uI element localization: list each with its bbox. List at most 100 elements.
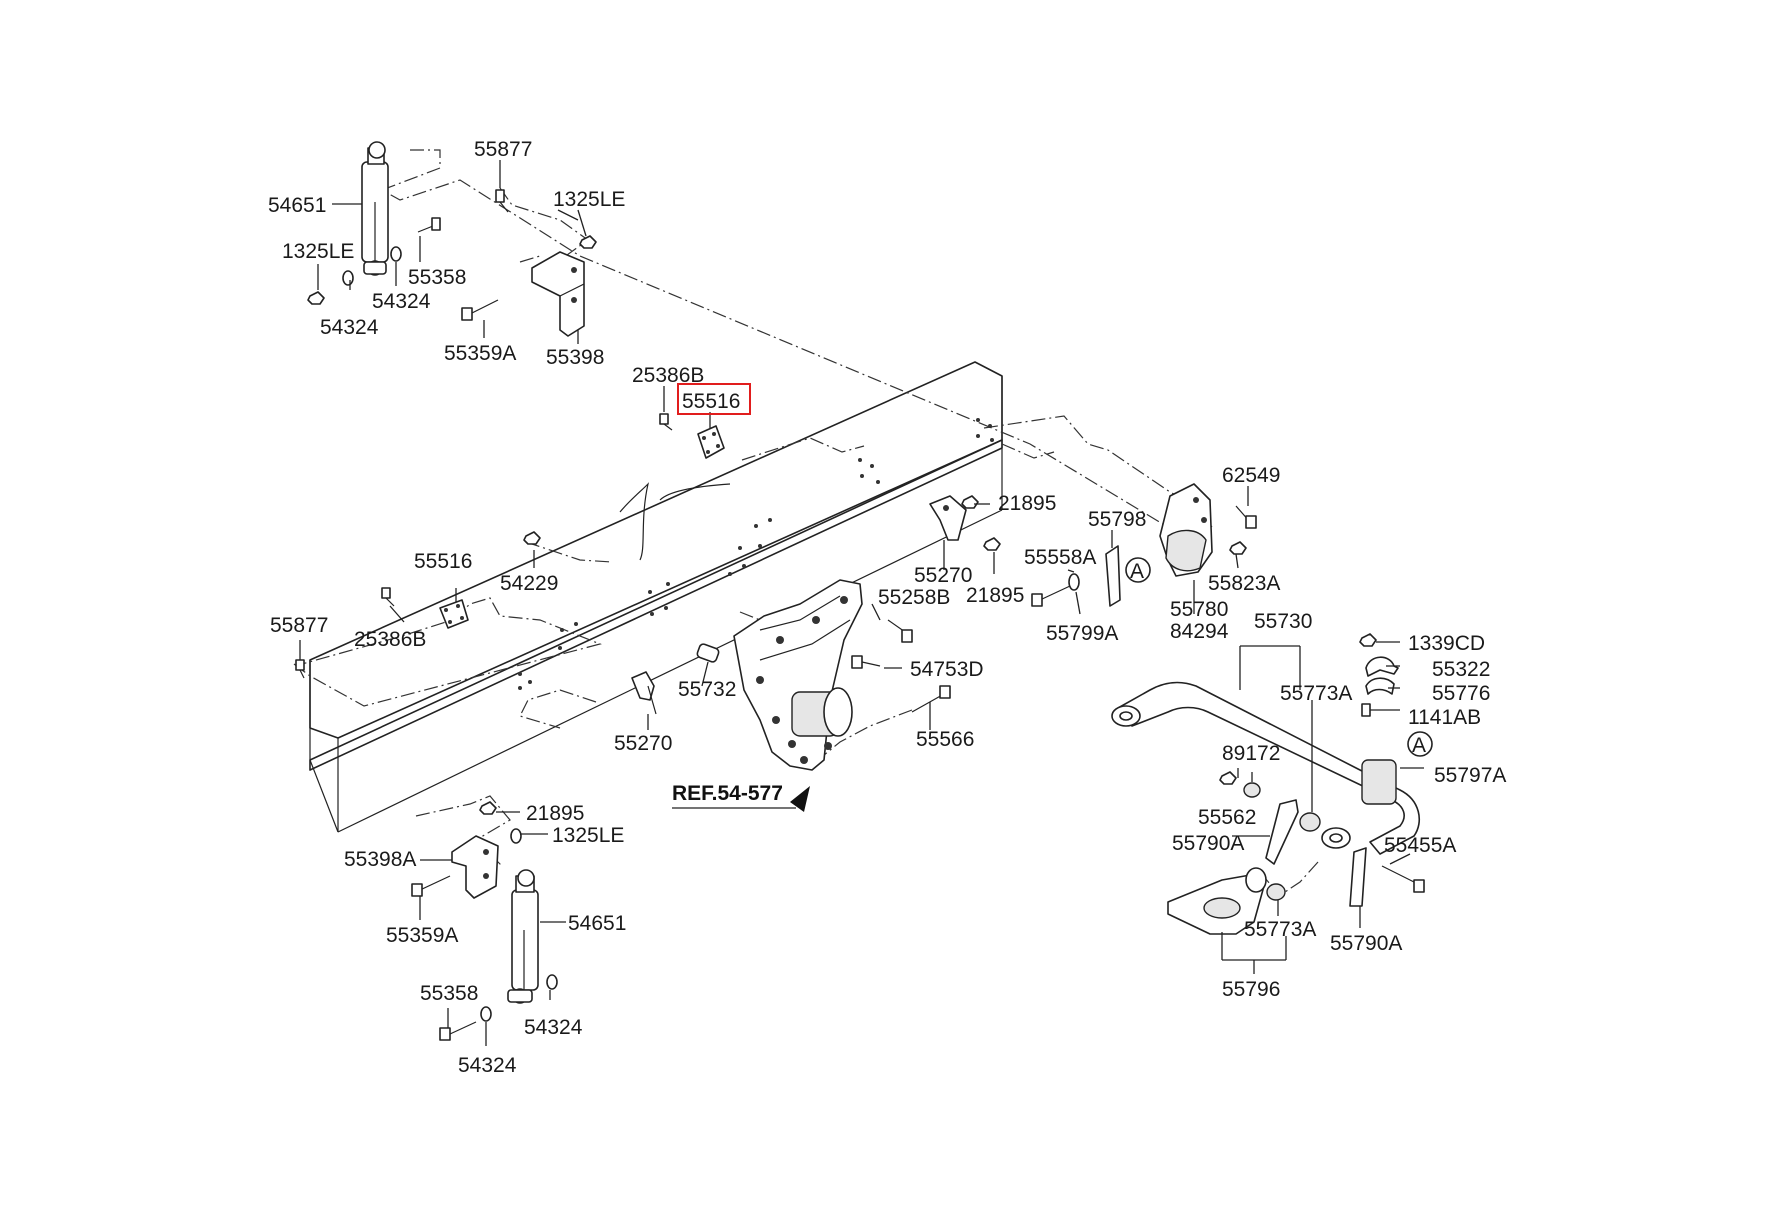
shock-absorber-top[interactable] <box>361 141 389 276</box>
bolt-55258b[interactable] <box>887 619 913 643</box>
nut-54229[interactable] <box>523 531 541 545</box>
bolt-54753d[interactable] <box>851 655 881 669</box>
bolt-55558a[interactable] <box>1031 585 1071 607</box>
label-21895-b[interactable]: 21895 <box>966 584 1024 607</box>
washer-54324-d[interactable] <box>480 1006 492 1022</box>
label-25386b-top[interactable]: 25386B <box>632 364 704 387</box>
bracket-55796[interactable] <box>1167 867 1267 935</box>
link-55790a-right[interactable] <box>1349 847 1367 907</box>
label-54651-top[interactable]: 54651 <box>268 194 326 217</box>
washer-54324-c[interactable] <box>546 974 558 990</box>
bracket-55270-upper[interactable] <box>929 495 967 541</box>
bracket-55780[interactable] <box>1159 483 1213 577</box>
bolt-55359a-top[interactable] <box>461 299 499 321</box>
label-55780[interactable]: 55780 <box>1170 598 1228 621</box>
bolt-55358-top[interactable] <box>417 217 441 233</box>
label-55732[interactable]: 55732 <box>678 678 736 701</box>
nut-55562[interactable] <box>1219 771 1237 785</box>
label-55566[interactable]: 55566 <box>916 728 974 751</box>
label-55799a[interactable]: 55799A <box>1046 622 1118 645</box>
clamp-55322[interactable] <box>1365 656 1399 677</box>
bushing-55773a-bot[interactable] <box>1266 883 1286 901</box>
bushing-55732[interactable] <box>696 643 720 663</box>
label-55773a-bot[interactable]: 55773A <box>1244 918 1316 941</box>
label-55516-highlighted[interactable]: 55516 <box>682 390 740 413</box>
label-55359a-bot[interactable]: 55359A <box>386 924 458 947</box>
label-54324-d[interactable]: 54324 <box>458 1054 517 1077</box>
bolt-55566[interactable] <box>911 685 951 713</box>
bracket-55270-lower[interactable] <box>631 671 657 715</box>
label-55258b[interactable]: 55258B <box>878 586 950 609</box>
bolt-25386b-top[interactable] <box>659 413 673 431</box>
bolt-55877-top[interactable] <box>495 189 509 213</box>
label-55516-left[interactable]: 55516 <box>414 550 472 573</box>
label-54229[interactable]: 54229 <box>500 572 558 595</box>
bracket-55398a[interactable] <box>451 835 499 899</box>
label-55558a[interactable]: 55558A <box>1024 546 1096 569</box>
washer-55799a[interactable] <box>1068 573 1080 591</box>
plate-55798[interactable] <box>1105 545 1121 607</box>
label-54651-bot[interactable]: 54651 <box>568 912 626 935</box>
bolt-1141ab[interactable] <box>1361 703 1371 717</box>
label-55322[interactable]: 55322 <box>1432 658 1490 681</box>
label-55358-top[interactable]: 55358 <box>408 266 466 289</box>
link-55790a-left[interactable] <box>1265 799 1299 865</box>
label-1141ab[interactable]: 1141AB <box>1408 706 1481 729</box>
nut-1325le-left[interactable] <box>307 291 325 305</box>
bolt-25386b-left[interactable] <box>381 587 395 607</box>
label-84294[interactable]: 84294 <box>1170 620 1229 643</box>
label-55562[interactable]: 55562 <box>1198 806 1256 829</box>
plate-55516-left[interactable] <box>439 599 469 629</box>
label-62549[interactable]: 62549 <box>1222 464 1280 487</box>
label-55796[interactable]: 55796 <box>1222 978 1280 1001</box>
label-55776[interactable]: 55776 <box>1432 682 1490 705</box>
label-55359a-top[interactable]: 55359A <box>444 342 516 365</box>
nut-1339cd[interactable] <box>1359 633 1377 647</box>
label-55455a[interactable]: 55455A <box>1384 834 1456 857</box>
spring-hanger-assembly[interactable] <box>733 579 863 771</box>
label-55270-a[interactable]: 55270 <box>914 564 972 587</box>
nut-21895-a[interactable] <box>961 495 979 509</box>
label-21895-a[interactable]: 21895 <box>998 492 1056 515</box>
label-55730[interactable]: 55730 <box>1254 610 1312 633</box>
label-55773a-top[interactable]: 55773A <box>1280 682 1352 705</box>
stabilizer-bar-55730[interactable] <box>1111 681 1421 855</box>
bushing-89172[interactable] <box>1243 782 1261 798</box>
label-55877-left[interactable]: 55877 <box>270 614 328 637</box>
nut-55823a[interactable] <box>1229 541 1247 555</box>
washer-54324-a[interactable] <box>390 246 402 262</box>
bolt-55455a[interactable] <box>1381 865 1425 893</box>
label-1325le-top[interactable]: 1325LE <box>553 188 625 211</box>
bolt-55877-left[interactable] <box>295 659 305 679</box>
nut-21895-b[interactable] <box>983 537 1001 551</box>
shock-absorber-bottom[interactable] <box>507 869 539 1004</box>
label-55398a[interactable]: 55398A <box>344 848 416 871</box>
label-54324-a[interactable]: 54324 <box>372 290 431 313</box>
washer-1325le-bot[interactable] <box>510 828 522 844</box>
label-55790a-right[interactable]: 55790A <box>1330 932 1402 955</box>
label-54324-c[interactable]: 54324 <box>524 1016 583 1039</box>
label-54324-b[interactable]: 54324 <box>320 316 379 339</box>
bushing-55776[interactable] <box>1365 677 1395 695</box>
label-21895-c[interactable]: 21895 <box>526 802 584 825</box>
label-55798[interactable]: 55798 <box>1088 508 1146 531</box>
washer-54324-b[interactable] <box>342 270 354 286</box>
bolt-55359a-bot[interactable] <box>411 875 451 897</box>
label-1339cd[interactable]: 1339CD <box>1408 632 1485 655</box>
label-54753d[interactable]: 54753D <box>910 658 984 681</box>
label-55797a[interactable]: 55797A <box>1434 764 1506 787</box>
label-55823a[interactable]: 55823A <box>1208 572 1280 595</box>
label-25386b-left[interactable]: 25386B <box>354 628 426 651</box>
label-55270-b[interactable]: 55270 <box>614 732 672 755</box>
label-55877-top[interactable]: 55877 <box>474 138 532 161</box>
bracket-55398[interactable] <box>531 251 585 337</box>
label-55398[interactable]: 55398 <box>546 346 604 369</box>
label-1325le-left[interactable]: 1325LE <box>282 240 354 263</box>
nut-21895-c[interactable] <box>479 801 497 815</box>
bushing-55773a-top[interactable] <box>1299 812 1321 832</box>
label-55358-bot[interactable]: 55358 <box>420 982 478 1005</box>
label-1325le-bot[interactable]: 1325LE <box>552 824 624 847</box>
bolt-62549[interactable] <box>1235 505 1257 529</box>
nut-1325le-top[interactable] <box>579 235 597 249</box>
label-89172[interactable]: 89172 <box>1222 742 1280 765</box>
